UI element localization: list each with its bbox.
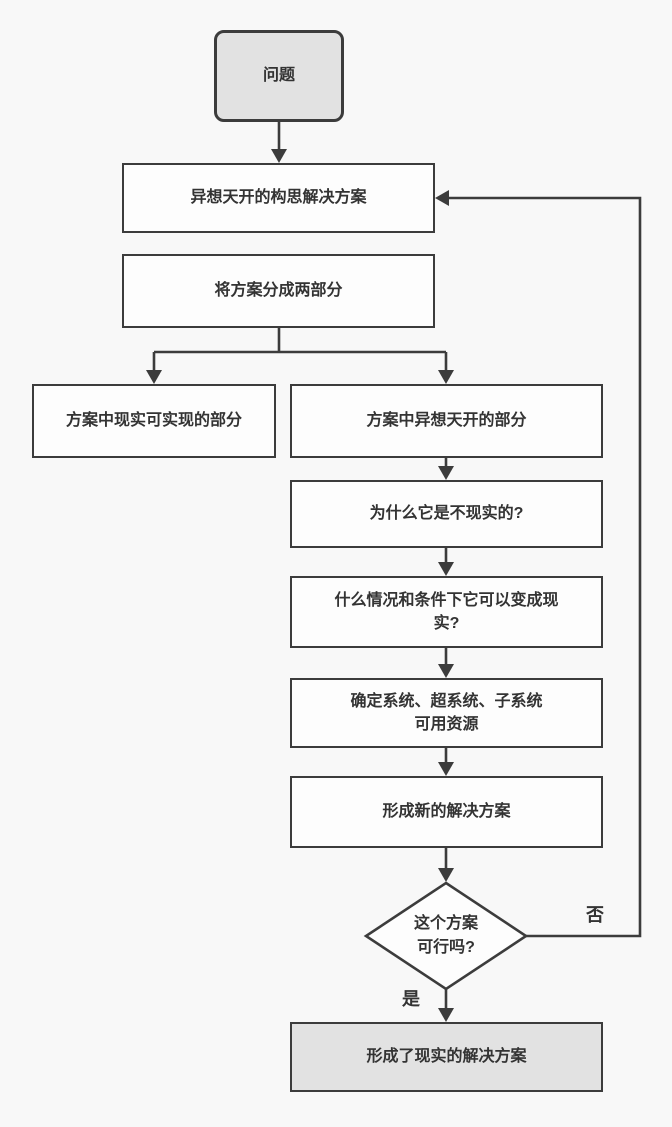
node-final-solution: 形成了现实的解决方案 [290,1022,603,1092]
edge-why-condition [438,548,454,576]
edge-decision-yes [438,989,454,1022]
edge-newsolution-decision [438,848,454,882]
decision-label: 这个方案 可行吗? [413,915,478,956]
node-practical-part: 方案中现实可实现的部分 [32,384,276,458]
edge-fantasy-why [438,458,454,480]
edge-decision-no-loop [435,190,642,938]
node-fantasy-part: 方案中异想天开的部分 [290,384,603,458]
node-new-solution: 形成新的解决方案 [290,776,603,848]
node-problem: 问题 [214,30,344,122]
node-condition-to-realistic: 什么情况和条件下它可以变成现 实? [290,576,603,648]
edge-label-no: 否 [586,905,604,925]
edge-problem-ideal [271,122,287,163]
node-why-unrealistic: 为什么它是不现实的? [290,480,603,548]
edge-resources-newsolution [438,748,454,776]
node-split-solution: 将方案分成两部分 [122,254,435,328]
edge-label-yes: 是 [402,989,420,1009]
node-ideal-solution: 异想天开的构思解决方案 [122,163,435,233]
edge-condition-resources [438,648,454,678]
node-available-resources: 确定系统、超系统、子系统 可用资源 [290,678,603,748]
edge-split-branches [146,328,454,384]
